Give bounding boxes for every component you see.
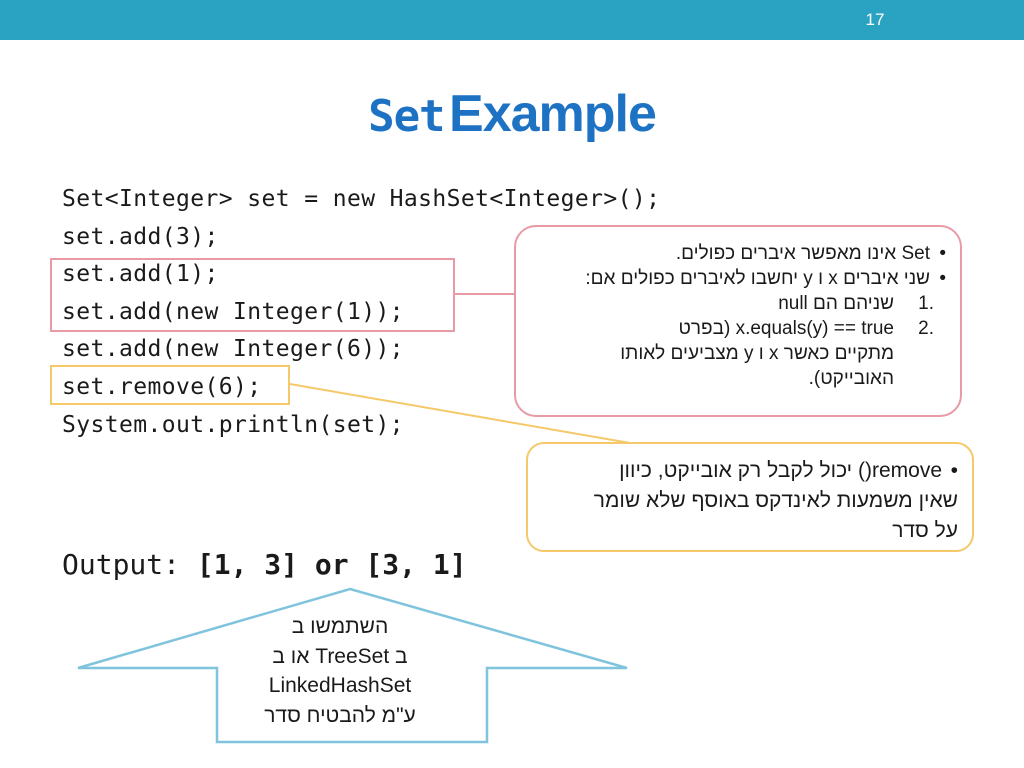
callout-bullet: remove() יכול לקבל רק אובייקט, כיוון — [542, 456, 958, 486]
code-line: System.out.println(set); — [62, 411, 404, 438]
item-text: שניהם הם null — [778, 293, 894, 314]
arrow-note-line: LinkedHashSet — [268, 674, 412, 697]
callout-bullet: שני איברים x ו y יחשבו לאיברים כפולים אם… — [530, 266, 946, 291]
code-line: set.add(1); — [62, 261, 219, 288]
orange-connector-line — [289, 383, 631, 444]
remove-callout: remove() יכול לקבל רק אובייקט, כיוון שאי… — [526, 442, 974, 552]
callout-numbered-item: .2 x.equals(y) == true (בפרט — [530, 316, 946, 341]
code-block: Set<Integer> set = new HashSet<Integer>(… — [62, 181, 660, 444]
arrow-note: השתמשו ב ב TreeSet או ב LinkedHashSet ע"… — [220, 612, 460, 730]
output-label: Output: — [62, 548, 197, 581]
callout-numbered-item: .1 שניהם הם null — [530, 291, 946, 316]
item-number: .1 — [918, 293, 934, 314]
slide-title: Set Example — [0, 84, 1024, 144]
code-line: set.add(new Integer(1)); — [62, 298, 404, 325]
slide-title-example: Example — [449, 85, 657, 143]
duplicate-add-highlight — [50, 258, 455, 332]
duplicates-callout: Set אינו מאפשר איברים כפולים. שני איברים… — [514, 225, 962, 417]
arrow-note-line: ב TreeSet או ב — [272, 644, 408, 668]
item-continuation: האובייקט). — [808, 368, 894, 389]
output-value: [1, 3] or [3, 1] — [196, 548, 467, 581]
top-bar: 17 — [0, 0, 1024, 40]
code-line: set.add(3); — [62, 223, 219, 250]
callout-bullet: Set אינו מאפשר איברים כפולים. — [530, 241, 946, 266]
arrow-note-line: השתמשו ב — [291, 615, 389, 638]
arrow-note-line: ע"מ להבטיח סדר — [264, 703, 416, 727]
item-number: .2 — [918, 318, 934, 339]
up-arrow-shape — [77, 587, 628, 744]
slide-number: 17 — [865, 10, 885, 29]
code-line: Set<Integer> set = new HashSet<Integer>(… — [62, 186, 661, 212]
code-line: set.add(new Integer(6)); — [62, 336, 404, 363]
output-line: Output: [1, 3] or [3, 1] — [62, 548, 467, 581]
remove-highlight — [50, 365, 290, 405]
callout-continuation: על סדר — [892, 519, 958, 542]
slide-title-set: Set — [368, 91, 445, 142]
item-text: x.equals(y) == true (בפרט — [678, 318, 894, 339]
item-continuation: מתקיים כאשר x ו y מצביעים לאותו — [620, 343, 894, 364]
callout-continuation: שאין משמעות לאינדקס באוסף שלא שומר — [593, 489, 958, 512]
code-line: set.remove(6); — [62, 373, 262, 400]
